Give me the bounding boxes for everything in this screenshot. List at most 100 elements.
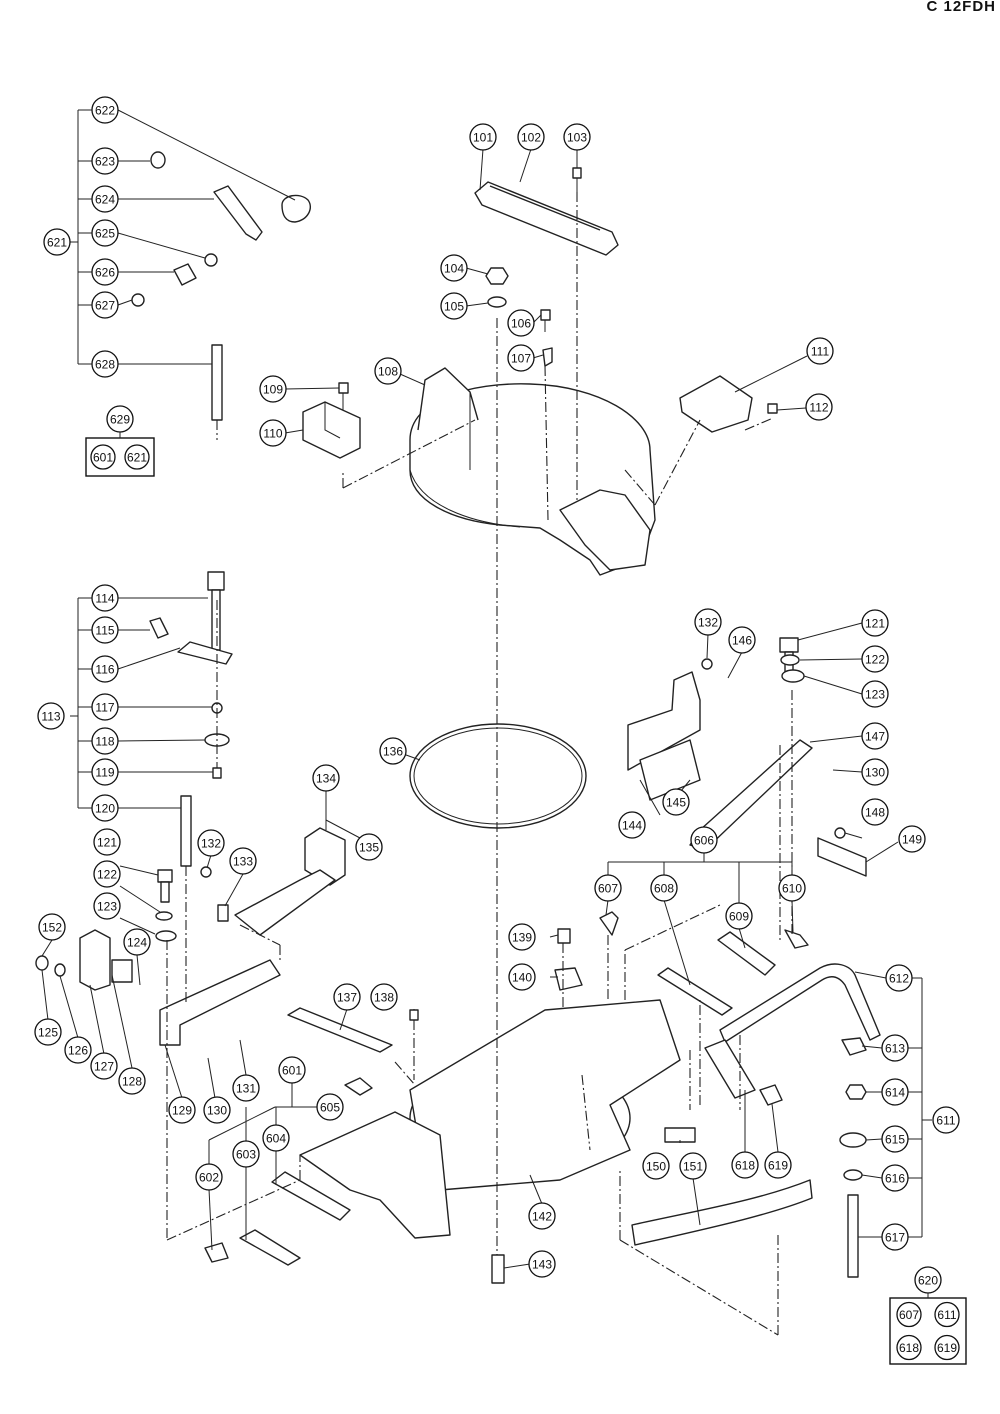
svg-text:128: 128 (122, 1075, 142, 1089)
callout-628: 628 (91, 350, 119, 378)
callout-625: 625 (91, 219, 119, 247)
callout-602: 602 (195, 1163, 223, 1191)
callout-605: 605 (316, 1093, 344, 1121)
svg-text:147: 147 (865, 730, 885, 744)
svg-text:628: 628 (95, 358, 115, 372)
svg-text:140: 140 (512, 971, 532, 985)
callout-626: 626 (91, 258, 119, 286)
svg-text:117: 117 (95, 701, 114, 715)
callout-134: 134 (312, 764, 340, 792)
callout-611: 611 (932, 1106, 960, 1134)
callout-130b: 130 (861, 758, 889, 786)
page-id: C 12FDH (926, 0, 996, 15)
svg-text:126: 126 (68, 1044, 88, 1058)
svg-text:118: 118 (95, 735, 114, 749)
callout-614: 614 (881, 1078, 909, 1106)
svg-text:106: 106 (511, 317, 531, 331)
svg-text:132: 132 (201, 837, 221, 851)
svg-text:619: 619 (937, 1341, 957, 1355)
callout-610: 610 (778, 874, 806, 902)
callout-139: 139 (508, 923, 536, 951)
kit-629-member-621: 621 (124, 444, 150, 470)
callout-124: 124 (123, 928, 151, 956)
svg-text:618: 618 (735, 1159, 755, 1173)
svg-text:602: 602 (199, 1171, 219, 1185)
callout-123: 123 (93, 892, 121, 920)
svg-text:629: 629 (110, 413, 130, 427)
svg-text:101: 101 (473, 131, 493, 145)
svg-text:607: 607 (899, 1308, 919, 1322)
callout-137: 137 (333, 983, 361, 1011)
svg-text:103: 103 (567, 131, 587, 145)
callout-620: 620 (914, 1266, 942, 1294)
callout-615: 615 (881, 1125, 909, 1153)
svg-text:146: 146 (732, 634, 752, 648)
svg-text:110: 110 (263, 427, 282, 441)
svg-text:131: 131 (236, 1082, 256, 1096)
callout-144: 144 (618, 811, 646, 839)
leader-lines (41, 109, 932, 1336)
callout-608: 608 (650, 874, 678, 902)
svg-text:139: 139 (512, 931, 532, 945)
callout-133: 133 (229, 847, 257, 875)
kit-box-629: 601 621 (85, 432, 155, 477)
callout-606: 606 (690, 826, 718, 854)
svg-text:121: 121 (97, 836, 117, 850)
svg-text:604: 604 (266, 1132, 286, 1146)
svg-text:611: 611 (937, 1308, 956, 1322)
callout-121: 121 (93, 828, 121, 856)
callout-126: 126 (64, 1036, 92, 1064)
callout-129: 129 (168, 1096, 196, 1124)
callout-627: 627 (91, 291, 119, 319)
callout-617: 617 (881, 1223, 909, 1251)
callout-613: 613 (881, 1034, 909, 1062)
callout-612: 612 (885, 964, 913, 992)
svg-text:129: 129 (172, 1104, 192, 1118)
callout-109: 109 (259, 375, 287, 403)
svg-text:104: 104 (444, 262, 464, 276)
svg-text:601: 601 (93, 451, 113, 465)
svg-text:109: 109 (263, 383, 283, 397)
callout-146: 146 (728, 626, 756, 654)
svg-text:107: 107 (511, 352, 531, 366)
svg-text:115: 115 (95, 624, 114, 638)
callout-107: 107 (507, 344, 535, 372)
svg-text:123: 123 (97, 900, 117, 914)
svg-text:111: 111 (811, 345, 830, 359)
callout-152: 152 (38, 913, 66, 941)
svg-text:142: 142 (532, 1210, 552, 1224)
callout-111: 111 (806, 337, 834, 365)
callout-118: 118 (91, 727, 119, 755)
svg-text:601: 601 (282, 1064, 302, 1078)
svg-text:138: 138 (374, 991, 394, 1005)
svg-text:607: 607 (598, 882, 618, 896)
svg-text:617: 617 (885, 1231, 905, 1245)
callout-108: 108 (374, 357, 402, 385)
callout-622: 622 (91, 96, 119, 124)
callout-103: 103 (563, 123, 591, 151)
callout-601: 601 (278, 1056, 306, 1084)
callout-147: 147 (861, 722, 889, 750)
callout-102: 102 (517, 123, 545, 151)
callout-131: 131 (232, 1074, 260, 1102)
svg-text:148: 148 (865, 806, 885, 820)
kit-620-member-607: 607 (896, 1301, 922, 1328)
svg-text:122: 122 (865, 653, 885, 667)
svg-text:623: 623 (95, 155, 115, 169)
svg-text:614: 614 (885, 1086, 905, 1100)
callout-623: 623 (91, 147, 119, 175)
callout-150: 150 (642, 1152, 670, 1180)
svg-text:621: 621 (127, 451, 147, 465)
svg-text:625: 625 (95, 227, 115, 241)
svg-text:609: 609 (729, 910, 749, 924)
callout-629: 629 (106, 405, 134, 433)
svg-text:102: 102 (521, 131, 541, 145)
callout-120: 120 (91, 794, 119, 822)
callout-125: 125 (34, 1018, 62, 1046)
svg-text:627: 627 (95, 299, 115, 313)
svg-text:152: 152 (42, 921, 62, 935)
svg-text:626: 626 (95, 266, 115, 280)
